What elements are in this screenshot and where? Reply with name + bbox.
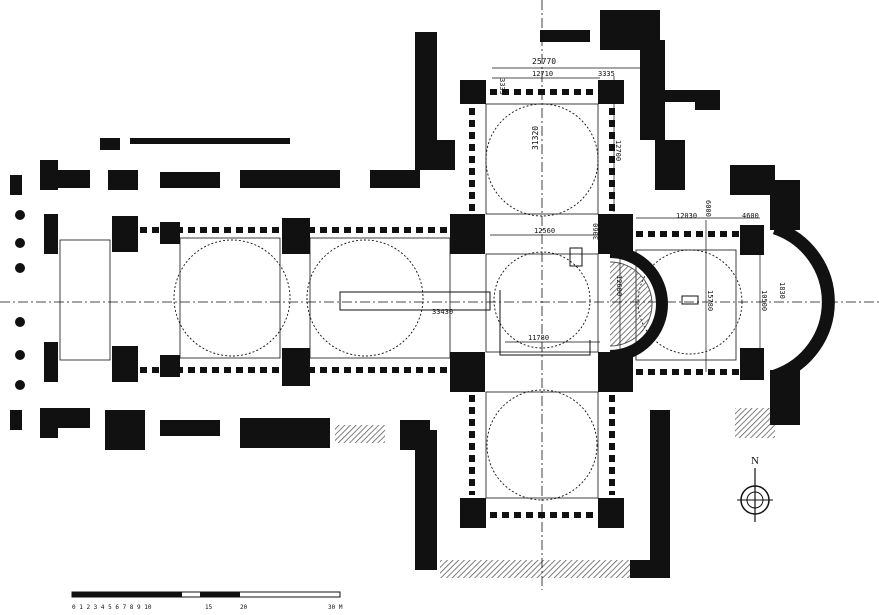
colonnades xyxy=(140,89,740,518)
dim-apse-inner: 12600 xyxy=(615,275,623,296)
dim-crossing-south: 11780 xyxy=(528,334,549,342)
scale-tick-30: 30 M xyxy=(328,604,343,611)
scale-bar: 0 1 2 3 4 5 6 7 8 9 10 15 20 30 M xyxy=(71,591,343,611)
dim-total-width: 25770 xyxy=(532,57,556,66)
dim-choir-width: 12030 xyxy=(676,212,697,220)
scale-tick-15: 15 xyxy=(205,604,213,611)
scale-tick-0-10: 0 1 2 3 4 5 6 7 8 9 10 xyxy=(72,604,152,611)
dim-crossing-offset: 3060 xyxy=(592,223,600,240)
dim-north-side-b: 3330 xyxy=(614,86,622,103)
dim-choir-side: 6000 xyxy=(704,200,712,217)
compass-north-label: N xyxy=(751,455,759,467)
dim-north-side-a: 3335 xyxy=(498,78,506,95)
dim-north-arm-span: 12700 xyxy=(614,140,622,161)
dim-north-offset: 3335 xyxy=(598,70,615,78)
dim-choir-length: 15780 xyxy=(706,290,714,311)
dim-apse-offset: 4600 xyxy=(742,212,759,220)
axis-lines xyxy=(0,0,879,590)
scale-tick-20: 20 xyxy=(240,604,248,611)
dimension-lines xyxy=(490,67,761,372)
dim-apse-radius: 1830 xyxy=(778,282,786,299)
compass: N xyxy=(737,455,773,522)
dim-crossing-width: 12560 xyxy=(534,227,555,235)
dim-nave-axis: 33430 xyxy=(432,308,453,316)
dim-north-arm-length: 31320 xyxy=(531,126,540,150)
main-piers xyxy=(112,80,764,528)
bema xyxy=(339,247,699,356)
dim-north-inner: 12710 xyxy=(532,70,553,78)
dim-apse-depth: 10500 xyxy=(760,290,768,311)
outer-walls xyxy=(10,10,800,578)
dimension-labels: 25770 12710 3335 3335 3330 31320 12700 1… xyxy=(432,57,786,342)
